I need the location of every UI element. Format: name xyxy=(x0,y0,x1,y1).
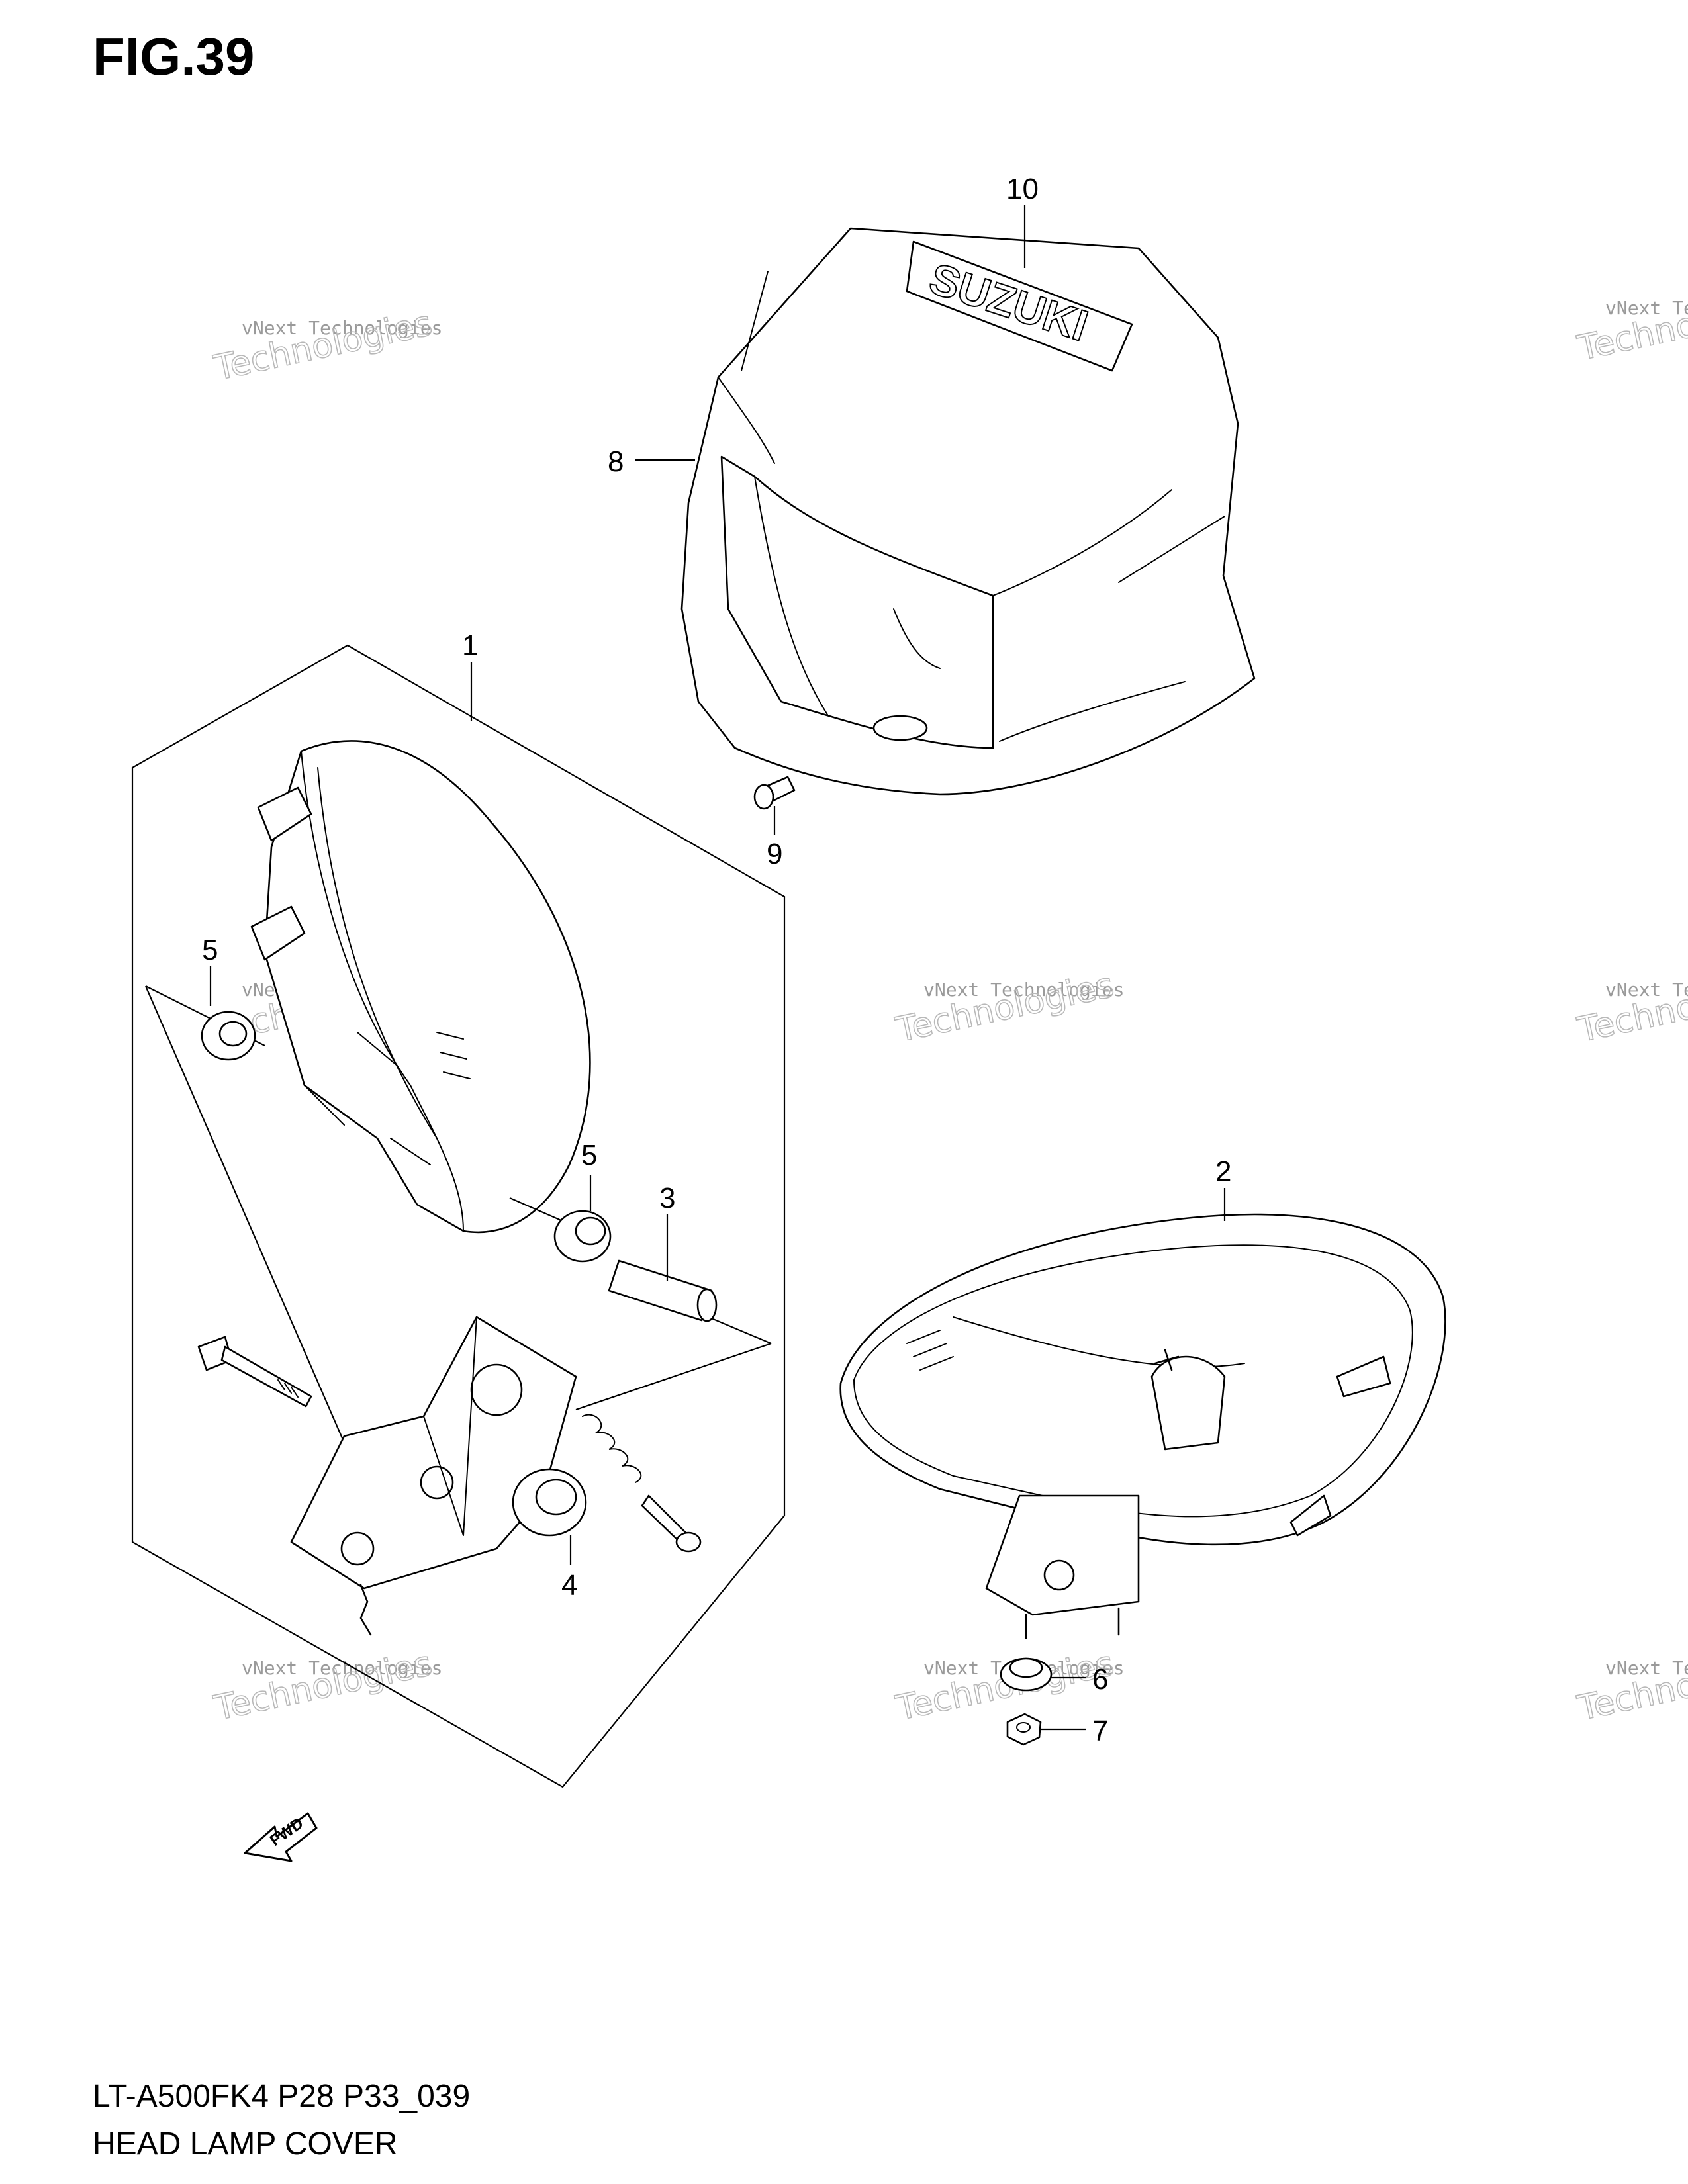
assembly-line xyxy=(708,1316,772,1345)
watermark-line2: Technologies xyxy=(1574,966,1688,1050)
watermark: vNext Technologies Technologies xyxy=(210,303,442,389)
figure-title: FIG.39 xyxy=(93,27,255,86)
mounting-bracket xyxy=(290,1316,577,1636)
callout-6: 6 xyxy=(1092,1663,1108,1696)
part-4-grommet xyxy=(512,1468,587,1537)
callout-10: 10 xyxy=(1006,173,1039,205)
fwd-arrow-icon: FWD xyxy=(244,1812,318,1862)
watermark: vNext Technologies Technologies xyxy=(1573,1643,1688,1729)
part-1-lamp-case xyxy=(250,740,591,1234)
section-name: HEAD LAMP COVER xyxy=(93,2126,398,2161)
callout-9: 9 xyxy=(767,838,782,870)
callout-labels: 10 8 1 9 5 5 3 2 4 6 7 xyxy=(202,173,1231,1747)
watermark-line2: Technologies xyxy=(211,304,436,388)
watermark-line2: Technologies xyxy=(892,1644,1117,1729)
assembly-line xyxy=(144,985,346,1443)
callout-4: 4 xyxy=(561,1569,577,1602)
assembly-line xyxy=(509,1197,563,1222)
assembly-line xyxy=(575,1342,772,1411)
watermark-line2: Technologies xyxy=(892,966,1117,1050)
part-7-nut xyxy=(1006,1713,1042,1746)
callout-5: 5 xyxy=(202,934,218,966)
kit-outline xyxy=(131,644,786,1788)
watermark: vNext Technologies Technologies xyxy=(1573,283,1688,369)
bracket-bolt xyxy=(197,1336,312,1408)
callout-8: 8 xyxy=(608,445,624,478)
watermark-line2: Technologies xyxy=(211,1644,436,1729)
watermark-line1: vNext Technologies xyxy=(1605,297,1688,319)
watermark: vNext Technologies Technologies xyxy=(210,1643,442,1729)
callout-7: 7 xyxy=(1092,1715,1108,1747)
part-2-lamp-housing xyxy=(839,1213,1446,1639)
model-code: LT-A500FK4 P28 P33_039 xyxy=(93,2079,471,2114)
part-5-grommet-lower xyxy=(553,1210,612,1263)
watermark-line1: vNext Technologies xyxy=(1605,979,1688,1001)
callout-5: 5 xyxy=(581,1139,597,1171)
cover-bolt-hole xyxy=(872,715,928,741)
part-5-grommet-upper xyxy=(201,1011,256,1061)
watermark: vNext Technologies Technologies xyxy=(892,965,1124,1051)
watermark: vNext Technologies Technologies xyxy=(1573,965,1688,1051)
watermark-line1: vNext Technologies xyxy=(923,979,1124,1001)
leader-lines xyxy=(209,205,1226,1731)
part-6-cushion xyxy=(1000,1657,1053,1692)
watermark-line1: vNext Technologies xyxy=(242,317,442,339)
bracket-spring-bolt xyxy=(582,1414,702,1553)
callout-3: 3 xyxy=(659,1182,675,1214)
part-3-collar xyxy=(608,1259,718,1322)
callout-2: 2 xyxy=(1215,1156,1231,1188)
part-9-screw xyxy=(753,776,796,835)
watermark-line2: Technologies xyxy=(1574,1644,1688,1729)
callout-1: 1 xyxy=(462,629,478,662)
watermark-line1: vNext Technologies xyxy=(1605,1657,1688,1679)
watermark-line2: Technologies xyxy=(1574,284,1688,369)
part-8-headlamp-cover: SUZUKI xyxy=(680,227,1256,796)
